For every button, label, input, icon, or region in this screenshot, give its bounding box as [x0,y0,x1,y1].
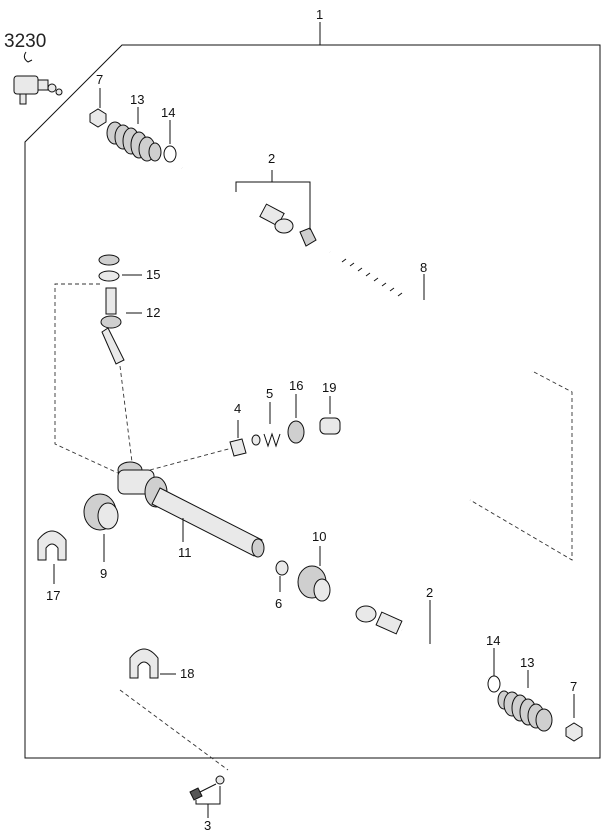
callout-17: 17 [46,588,60,603]
bracket-17 [37,530,67,561]
tie-rod-2-upper [181,167,317,247]
clamp-14-upper [163,145,177,163]
callout-10: 10 [312,529,326,544]
rack-8 [328,249,534,375]
ref-code-label: 3230 [4,31,46,52]
callout-9: 9 [100,566,107,581]
callout-4: 4 [234,401,241,416]
callout-13-lower: 13 [520,655,534,670]
nut-7-lower [565,722,583,742]
callout-2-lower: 2 [426,585,433,600]
tie-rod-2-lower [355,605,489,679]
callout-7-lower: 7 [570,679,577,694]
seal-6 [275,560,289,576]
callout-14-lower: 14 [486,633,500,648]
callout-7-upper: 7 [96,72,103,87]
tie-rod-end-ref-part [13,51,63,105]
rack-housing-11 [117,461,265,558]
assembly-frame [24,44,601,759]
locknut-16 [287,420,305,444]
boot-13-upper [106,121,162,162]
callout-15: 15 [146,267,160,282]
bracket-18 [129,648,159,679]
rack-guide-4 [229,438,247,457]
clamp-14-lower [487,675,501,693]
callout-12: 12 [146,305,160,320]
nut-7-upper [89,108,107,128]
callout-13-upper: 13 [130,92,144,107]
mount-10 [297,565,331,602]
spring-5 [251,432,281,448]
cap-19 [319,417,341,435]
callout-6: 6 [275,596,282,611]
callout-3: 3 [204,818,211,833]
callout-14-upper: 14 [161,105,175,120]
washers-15 [98,254,120,282]
bolt-nut-3 [189,775,225,801]
callout-1: 1 [316,7,323,22]
callout-19: 19 [322,380,336,395]
callout-18: 18 [180,666,194,681]
callout-5: 5 [266,386,273,401]
callout-8: 8 [420,260,427,275]
callout-2-upper: 2 [268,151,275,166]
pinion-12 [100,287,125,365]
callout-16: 16 [289,378,303,393]
boot-13-lower [497,690,553,732]
bushing-9 [83,493,119,531]
callout-11: 11 [178,545,192,560]
